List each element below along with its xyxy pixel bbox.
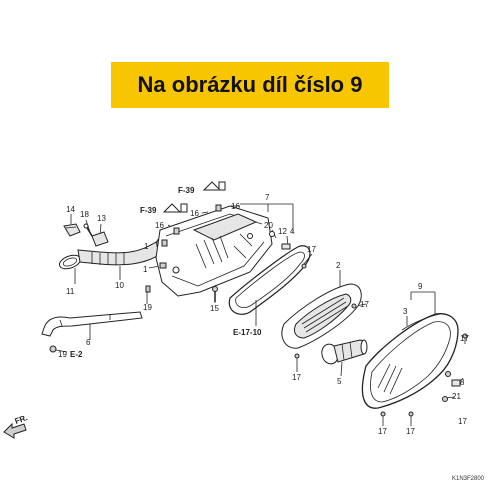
screw-12 xyxy=(281,243,291,250)
label-17-a: 17 xyxy=(307,245,316,254)
label-17-d: 17 xyxy=(460,334,469,343)
label-17-c: 17 xyxy=(292,373,301,382)
label-7: 7 xyxy=(265,193,270,202)
f39-left-marker xyxy=(162,203,188,213)
label-15: 15 xyxy=(210,304,219,313)
drain-plug-19 xyxy=(49,345,57,353)
label-2: 2 xyxy=(336,261,341,270)
bolt-16-c xyxy=(215,204,222,212)
part-labels: 14 18 13 11 10 19 19 6 16 16 16 1 1 15 7… xyxy=(58,193,469,436)
funnel-5 xyxy=(321,339,368,365)
label-14: 14 xyxy=(66,205,75,214)
reference-callouts: F-39 F-39 E-17-10 E-2 xyxy=(70,186,262,359)
ref-f39-left: F-39 xyxy=(140,206,157,215)
label-3: 3 xyxy=(403,307,408,316)
label-1-a: 1 xyxy=(144,242,149,251)
ref-e2: E-2 xyxy=(70,350,83,359)
screw-21 xyxy=(442,396,448,402)
bolt-1-a xyxy=(159,262,167,269)
ref-f39-top: F-39 xyxy=(178,186,195,195)
label-9: 9 xyxy=(418,282,423,291)
bolt-16-b xyxy=(161,239,168,247)
catalog-code: K1N3F2800 xyxy=(452,476,485,482)
connecting-tube-10 xyxy=(77,237,168,266)
label-17-f: 17 xyxy=(406,427,415,436)
front-label: FR. xyxy=(14,413,29,426)
label-6: 6 xyxy=(86,338,91,347)
label-16-c: 16 xyxy=(231,202,240,211)
clip-13 xyxy=(91,231,109,247)
label-21: 21 xyxy=(452,392,461,401)
gasket-3 xyxy=(401,313,441,331)
f39-top-marker xyxy=(202,181,226,191)
label-19-a: 19 xyxy=(143,303,152,312)
air-filter-element-2 xyxy=(281,283,362,349)
label-12: 12 xyxy=(278,227,287,236)
label-8: 8 xyxy=(460,378,465,387)
label-1-b: 1 xyxy=(143,265,148,274)
screw-18 xyxy=(83,223,93,237)
label-17-e: 17 xyxy=(378,427,387,436)
label-19-b: 19 xyxy=(58,350,67,359)
drain-tube-6 xyxy=(41,311,143,337)
screws-17 xyxy=(294,263,468,417)
label-4: 4 xyxy=(290,227,295,236)
label-5: 5 xyxy=(337,377,342,386)
clamp-8 xyxy=(451,379,461,387)
label-18: 18 xyxy=(80,210,89,219)
part-number-banner: Na obrázku díl číslo 9 xyxy=(111,62,389,108)
label-17-b: 17 xyxy=(360,300,369,309)
hose-clip-14 xyxy=(63,223,81,237)
label-11: 11 xyxy=(66,287,75,296)
front-arrow: FR. xyxy=(3,413,29,439)
label-10: 10 xyxy=(115,281,124,290)
bolt-16-a xyxy=(173,227,180,235)
banner-text: Na obrázku díl číslo 9 xyxy=(137,72,363,97)
label-20: 20 xyxy=(264,221,273,230)
ref-e17-10: E-17-10 xyxy=(233,328,262,337)
label-16-b: 16 xyxy=(190,209,199,218)
air-cleaner-case xyxy=(155,205,273,297)
seal-gasket xyxy=(228,245,311,315)
bolt-1-b xyxy=(145,285,151,293)
label-17-g: 17 xyxy=(458,417,467,426)
screw-20 xyxy=(269,231,275,237)
label-16-a: 16 xyxy=(155,221,164,230)
label-13: 13 xyxy=(97,214,106,223)
air-cleaner-cover-9 xyxy=(361,313,459,409)
bolt-15 xyxy=(212,286,218,302)
